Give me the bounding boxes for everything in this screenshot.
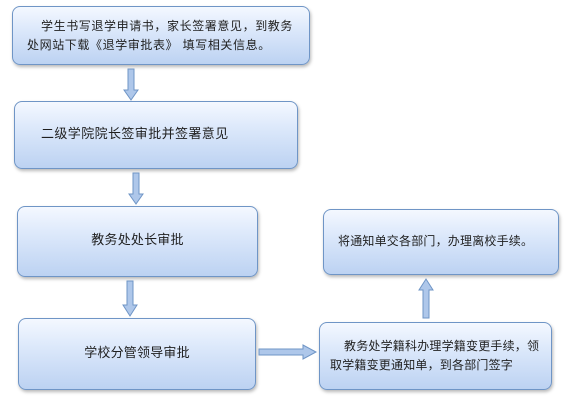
flow-node-academic-affairs-director-approval-text: 教务处处长审批 (91, 233, 184, 249)
flow-node-registrar-status-change-text: 教务处学籍科办理学籍变更手续，领取学籍变更通知单，到各部门签字 (330, 338, 540, 372)
flow-node-academic-affairs-director-approval: 教务处处长审批 (17, 206, 258, 277)
flow-node-student-application-text: 学生书写退学申请书，家长签署意见，到教务处网站下载《退学审批表》 填写相关信息。 (27, 18, 294, 52)
flow-node-registrar-status-change: 教务处学籍科办理学籍变更手续，领取学籍变更通知单，到各部门签字 (319, 322, 552, 390)
flow-node-student-application: 学生书写退学申请书，家长签署意见，到教务处网站下载《退学审批表》 填写相关信息。 (12, 6, 310, 65)
flow-node-school-leader-approval: 学校分管领导审批 (18, 318, 256, 390)
arrow-step4-to-step5 (258, 344, 318, 360)
arrow-step3-to-step4 (122, 280, 138, 317)
arrow-step1-to-step2 (123, 68, 139, 101)
arrow-step2-to-step3 (128, 172, 144, 205)
arrow-down-icon (123, 68, 139, 101)
flow-node-college-dean-approval-text: 二级学院院长签审批并签署意见 (41, 126, 229, 142)
arrow-up-icon (418, 278, 434, 319)
flow-node-college-dean-approval: 二级学院院长签审批并签署意见 (14, 101, 298, 169)
arrow-right-icon (258, 344, 318, 360)
arrow-down-icon (128, 172, 144, 205)
flow-node-departure-procedures: 将通知单交各部门，办理离校手续。 (323, 209, 559, 275)
arrow-down-icon (122, 280, 138, 317)
flow-node-departure-procedures-text: 将通知单交各部门，办理离校手续。 (338, 234, 534, 249)
flow-node-school-leader-approval-text: 学校分管领导审批 (84, 345, 190, 361)
arrow-step5-to-step6 (418, 278, 434, 319)
